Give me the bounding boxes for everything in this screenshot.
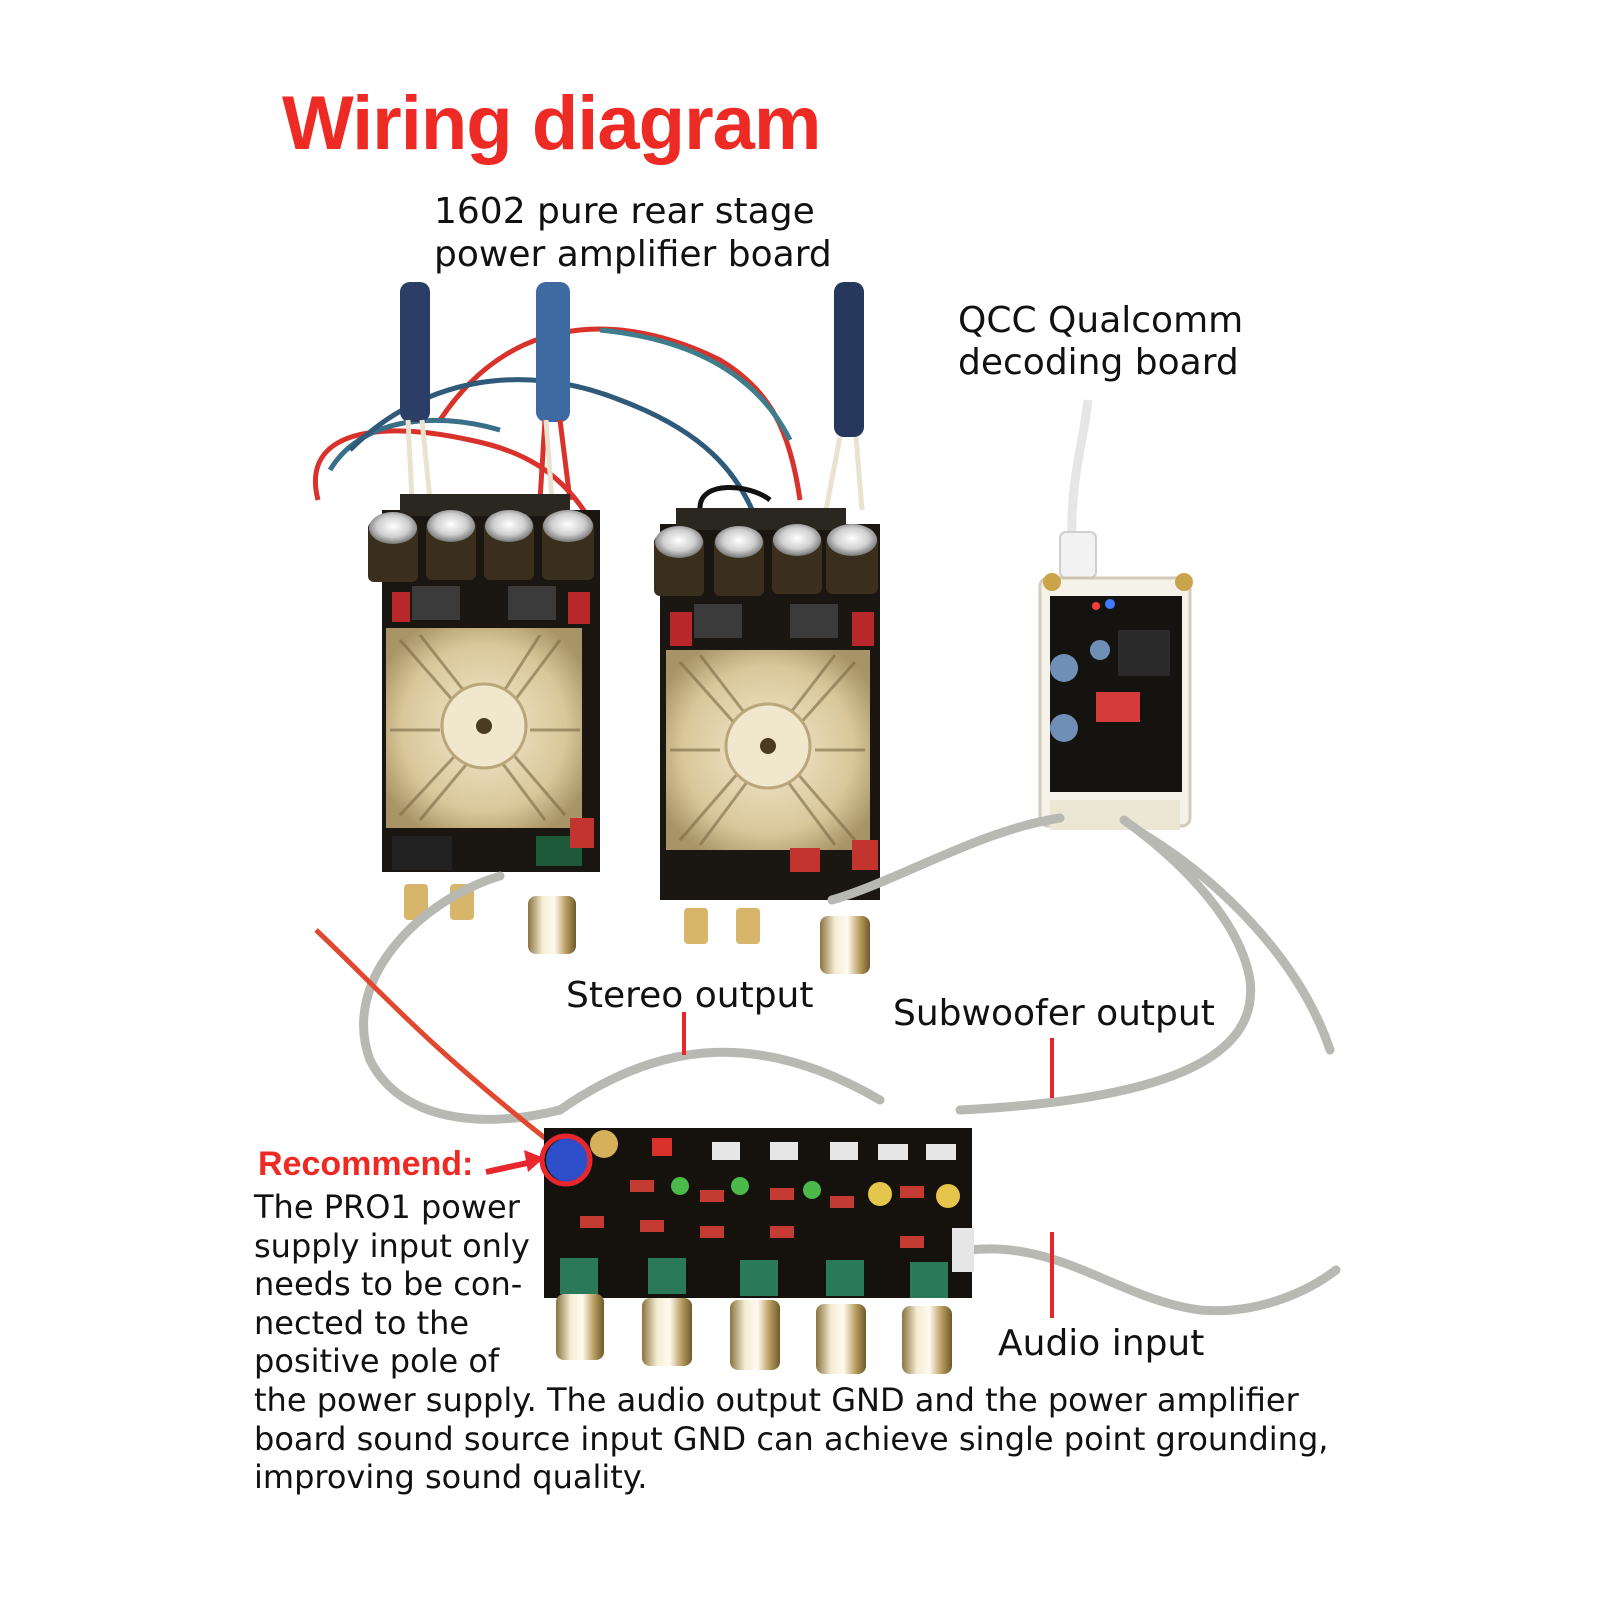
signal-cables — [359, 813, 1341, 1316]
knob-icon — [556, 1294, 952, 1374]
subwoofer-output-label: Subwoofer output — [893, 993, 1215, 1034]
qcc-board-label: QCC Qualcomm decoding board — [958, 300, 1243, 384]
qcc-board-label-line2: decoding board — [958, 342, 1239, 383]
tone-board — [544, 1128, 974, 1374]
recommend-note-narrow: The PRO1 power supply input only needs t… — [254, 1188, 530, 1380]
arrow-icon — [485, 1150, 544, 1175]
amp-board-label-line1: 1602 pure rear stage — [434, 191, 815, 232]
heatsink-icon — [666, 650, 870, 850]
heatsink-icon — [386, 628, 582, 828]
capacitor-icon — [654, 524, 878, 596]
amp-board-label-line2: power amplifier board — [434, 234, 832, 275]
page-title: Wiring diagram — [282, 81, 821, 166]
audio-input-label: Audio input — [998, 1323, 1205, 1364]
amp-board-label: 1602 pure rear stage power amplifier boa… — [434, 190, 832, 276]
rca-jack-icon — [684, 908, 760, 944]
usb-cable-icon — [1059, 531, 1097, 579]
capacitor-icon — [368, 510, 594, 582]
power-lead — [314, 928, 562, 1152]
amp-board-right — [654, 484, 880, 974]
qcc-board-label-line1: QCC Qualcomm — [958, 300, 1244, 341]
callout-markers — [539, 1012, 1054, 1318]
knob-icon — [528, 896, 576, 954]
knob-icon — [820, 916, 870, 974]
recommend-note-wide: the power supply. The audio output GND a… — [254, 1381, 1329, 1496]
amp-board-left — [368, 494, 600, 954]
power-cables — [313, 282, 865, 531]
stereo-output-label: Stereo output — [566, 975, 814, 1016]
recommend-heading: Recommend: — [258, 1145, 474, 1183]
qcc-decoding-board — [1038, 399, 1193, 830]
